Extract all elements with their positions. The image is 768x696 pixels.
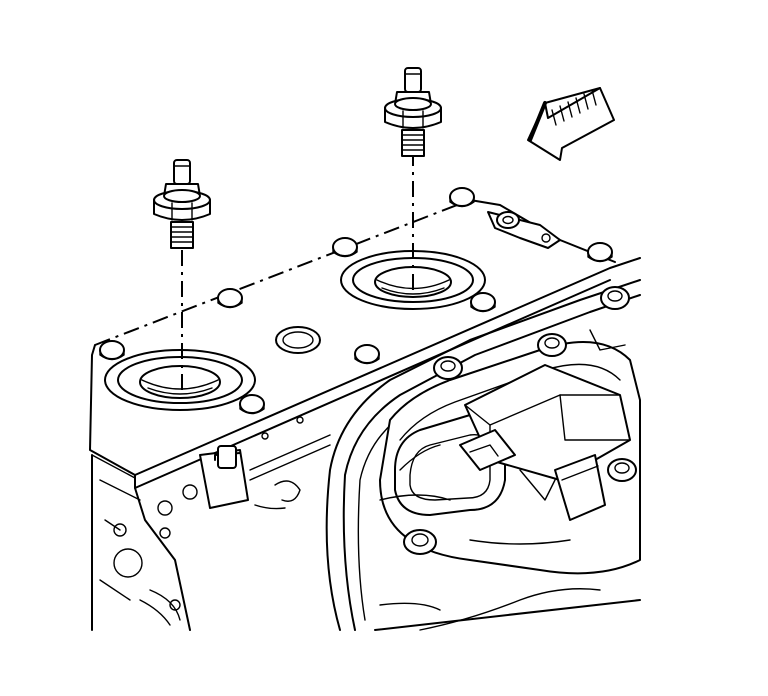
- plate-bolts: [99, 187, 613, 415]
- sensor-mounting-bore-left: [104, 349, 256, 411]
- cylinder-head: [325, 279, 641, 631]
- knock-sensor-left: [153, 159, 211, 249]
- plate-bracket: [487, 211, 561, 249]
- engine-block-valley: [89, 199, 641, 631]
- intake-runner: [379, 286, 641, 575]
- knock-sensor-right: [384, 67, 442, 157]
- direction-arrow: [527, 87, 615, 161]
- plate-plug: [275, 326, 321, 354]
